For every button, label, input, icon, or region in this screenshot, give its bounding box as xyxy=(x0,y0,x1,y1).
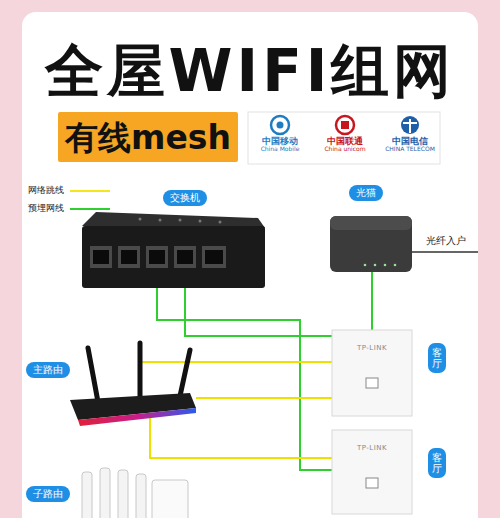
logo-box-part xyxy=(277,122,284,129)
sub-router-part xyxy=(118,470,128,518)
wall-panel-part xyxy=(332,330,412,416)
switch-device-part xyxy=(82,212,265,228)
node-sublabel: CHINA TELECOM xyxy=(376,146,444,153)
node-sublabel: China Mobile xyxy=(246,146,314,153)
switch-device-part xyxy=(202,246,226,268)
node-label: 客厅 xyxy=(432,452,442,474)
logo-box-part xyxy=(271,116,289,134)
modem-device-part xyxy=(394,264,397,267)
switch-device xyxy=(82,212,265,288)
fiber-line xyxy=(412,252,478,253)
switch-device-part xyxy=(199,220,202,223)
switch-device-part xyxy=(174,246,196,268)
wires-part xyxy=(157,262,332,470)
logo-box-part xyxy=(403,119,417,133)
device-tag: 光猫 xyxy=(349,185,383,201)
modem-device-part xyxy=(374,264,377,267)
device-tag: 交换机 xyxy=(163,190,207,206)
switch-device-part xyxy=(179,219,182,222)
sub-router xyxy=(82,468,188,518)
node-label: 中国移动 xyxy=(246,136,314,146)
node-label: 交换机 xyxy=(170,192,200,204)
node-label: 中国联通 xyxy=(311,136,379,146)
sub-router-part xyxy=(136,474,146,518)
modem-device xyxy=(330,216,412,272)
node-label: 光猫 xyxy=(356,187,376,199)
modem-device-part xyxy=(384,264,387,267)
sub-router-part xyxy=(82,472,92,518)
modem-device-part xyxy=(330,216,412,230)
node-label: 中国电信 xyxy=(376,136,444,146)
brand-label: TP-LINK xyxy=(357,444,387,452)
main-router xyxy=(70,343,196,426)
sub-router-part xyxy=(100,468,110,518)
wall-panel-part xyxy=(366,378,378,388)
main-router-part xyxy=(138,343,143,398)
logo-box-part xyxy=(336,116,354,134)
switch-device-part xyxy=(90,246,112,268)
node-label: 客厅 xyxy=(432,347,442,369)
modem-device-part xyxy=(364,264,367,267)
logo-box-part xyxy=(341,121,349,129)
switch-device-part xyxy=(121,250,137,264)
main-router-part xyxy=(180,350,190,396)
wires-part xyxy=(371,272,373,330)
fiber-label: 光纤入户 xyxy=(426,234,466,248)
node-label: 有线mesh xyxy=(65,121,231,154)
device-tag: 主路由 xyxy=(26,362,70,378)
wall-panel xyxy=(332,330,412,514)
logo-box-part xyxy=(401,116,419,134)
wires-part xyxy=(150,418,332,458)
wall-panel-part xyxy=(332,430,412,514)
main-router-part xyxy=(78,408,196,426)
wall-panel-part xyxy=(366,478,378,488)
wires-part xyxy=(196,397,332,399)
legend-text: 网络跳线 xyxy=(28,184,64,197)
legend-line xyxy=(70,190,110,192)
carrier-logo: 中国移动China Mobile xyxy=(246,136,314,153)
carrier-logo: 中国电信CHINA TELECOM xyxy=(376,136,444,153)
switch-device-part xyxy=(93,250,109,264)
sub-router-part xyxy=(152,480,188,518)
fiber-line-part xyxy=(412,251,478,253)
device-tag: 子路由 xyxy=(26,486,70,502)
switch-device-part xyxy=(159,219,162,222)
switch-device-part xyxy=(205,250,223,264)
carrier-logo: 中国联通China unicom xyxy=(311,136,379,153)
switch-device-part xyxy=(82,226,265,288)
room-tag: 客厅 xyxy=(428,343,446,373)
modem-device-part xyxy=(330,216,412,272)
switch-device-part xyxy=(219,221,222,224)
node-label: 主路由 xyxy=(33,364,63,376)
switch-device-part xyxy=(146,246,168,268)
switch-device-part xyxy=(118,246,140,268)
mesh-banner: 有线mesh xyxy=(58,112,238,162)
legend-line xyxy=(70,208,110,210)
switch-device-part xyxy=(177,250,193,264)
node-label: 子路由 xyxy=(33,488,63,500)
node-sublabel: China unicom xyxy=(311,146,379,153)
legend-text: 预埋网线 xyxy=(28,202,64,215)
room-tag: 客厅 xyxy=(428,448,446,478)
main-router-part xyxy=(88,348,98,402)
switch-device-part xyxy=(139,218,142,221)
wires-part xyxy=(140,361,332,363)
switch-device-part xyxy=(149,250,165,264)
page-title: 全屋WIFI组网 xyxy=(0,40,500,104)
brand-label: TP-LINK xyxy=(357,344,387,352)
